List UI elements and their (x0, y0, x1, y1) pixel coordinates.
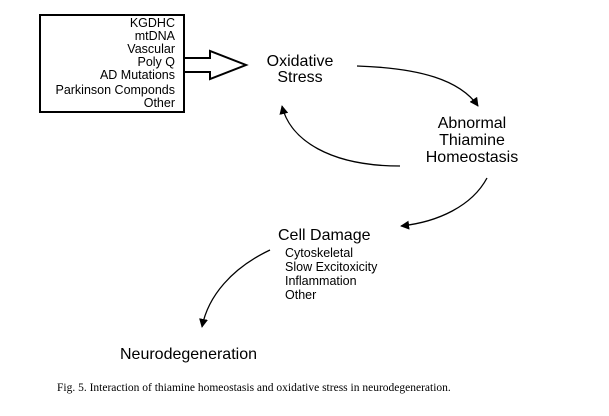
thiamine-line: Thiamine (439, 132, 505, 149)
arrow-thiamine-to-cell-damage (400, 177, 488, 230)
cause-item: Parkinson Componds (55, 83, 175, 97)
cell-damage-item: Slow Excitoxicity (285, 260, 378, 274)
arrow-thiamine-to-oxidative (279, 105, 401, 167)
cell-damage-list: Cytoskeletal Slow Excitoxicity Inflammat… (285, 246, 378, 302)
block-arrow (183, 49, 249, 81)
cause-item: KGDHC (130, 16, 175, 30)
cause-item: mtDNA (135, 29, 176, 43)
cell-damage-item: Inflammation (285, 274, 357, 288)
cell-damage-item: Other (285, 288, 316, 302)
cause-item: Vascular (127, 42, 175, 56)
causes-list: KGDHC mtDNA Vascular Poly Q AD Mutations… (55, 16, 175, 110)
oxidative-stress-line: Oxidative (267, 53, 334, 70)
node-neurodegeneration: Neurodegeneration (120, 346, 257, 363)
node-oxidative-stress: Oxidative Stress (267, 53, 334, 86)
cause-item: Poly Q (137, 55, 175, 69)
node-cell-damage: Cell Damage (278, 227, 371, 244)
thiamine-line: Homeostasis (426, 149, 518, 166)
cell-damage-item: Cytoskeletal (285, 246, 353, 260)
oxidative-stress-line: Stress (277, 69, 322, 86)
figure-caption: Fig. 5. Interaction of thiamine homeosta… (57, 382, 451, 394)
cause-item: Other (144, 96, 175, 110)
node-abnormal-thiamine: Abnormal Thiamine Homeostasis (426, 115, 518, 166)
arrow-cell-damage-to-neurodegeneration (199, 249, 271, 328)
thiamine-line: Abnormal (438, 115, 506, 132)
arrow-oxidative-to-thiamine (356, 65, 479, 107)
cause-item: AD Mutations (100, 68, 175, 82)
